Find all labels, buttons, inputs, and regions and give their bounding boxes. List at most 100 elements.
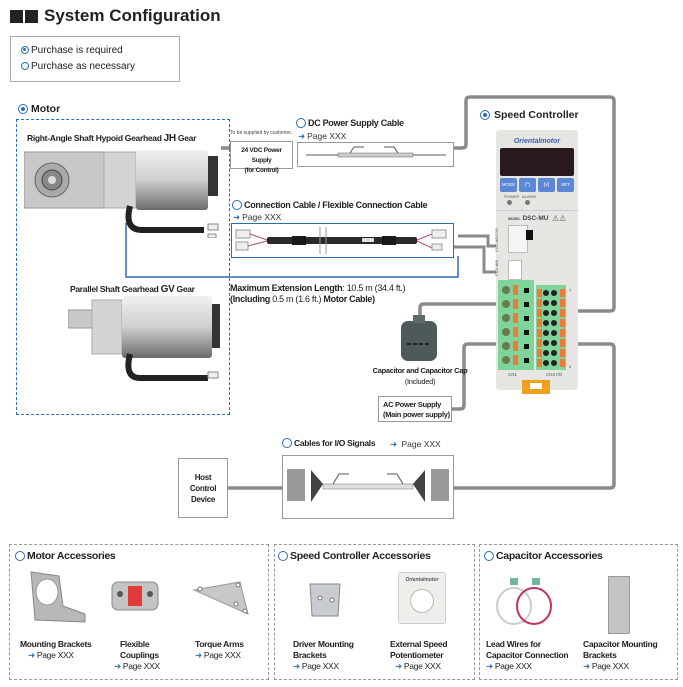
cn4-screw: [543, 310, 549, 316]
speed-controller-label: Speed Controller: [480, 109, 579, 121]
mode-button[interactable]: MODE: [500, 178, 517, 192]
cn4-release-tab: [560, 319, 565, 327]
cn4-screw: [543, 320, 549, 326]
dc-power-supply-box: 24 VDC Power Supply (for Control): [230, 141, 293, 174]
hypoid-gear-motor-image[interactable]: [24, 148, 224, 238]
mounting-bracket-image[interactable]: [25, 570, 90, 625]
accessory-torque-arms[interactable]: Torque Arms ➜ Page XXX: [195, 639, 244, 660]
cn3-connector[interactable]: [508, 260, 522, 280]
page-link[interactable]: ➜ Page XXX: [486, 661, 532, 671]
cn4-screw: [543, 340, 549, 346]
accessory-external-speed-potentiometer[interactable]: External Speed Potentiometer ➜ Page XXX: [390, 639, 448, 671]
brand-logo: Orientalmotor: [513, 138, 561, 145]
io-cable-page-link[interactable]: ➜ Page XXX: [390, 439, 441, 449]
cn4-release-tab: [560, 339, 565, 347]
ac-power-supply-box: AC Power Supply (Main power supply): [378, 396, 452, 422]
accessory-mounting-brackets[interactable]: Mounting Brackets ➜ Page XXX: [20, 639, 92, 660]
cn4-release-tab: [537, 309, 542, 317]
cn1-terminal-block[interactable]: [498, 280, 534, 370]
page-link[interactable]: ➜ Page XXX: [293, 661, 339, 671]
capacitor-image[interactable]: [397, 315, 441, 363]
cn4-screw: [551, 340, 557, 346]
divider: [496, 210, 578, 211]
legend-item-optional: Purchase as necessary: [21, 58, 179, 74]
host-control-device-box: Host Control Device: [178, 458, 228, 518]
accessory-lead-wires[interactable]: Lead Wires for Capacitor Connection ➜ Pa…: [486, 639, 569, 671]
io-cable-line: [453, 342, 616, 490]
capacitor-accessories-title: Capacitor Accessories: [484, 550, 603, 562]
button-row: MODE (^) (v) SET: [500, 178, 574, 192]
io-cable-label: Cables for I/O Signals: [282, 438, 376, 448]
cn4-screw: [543, 350, 549, 356]
io-cable-image[interactable]: [283, 456, 453, 518]
page-link[interactable]: ➜ Page XXX: [395, 661, 441, 671]
speed-controller-accessories-title: Speed Controller Accessories: [278, 550, 431, 562]
cn4-release-tab: [537, 329, 542, 337]
lead-wires-image[interactable]: [492, 576, 556, 630]
motor-box: [16, 119, 230, 415]
cn4-terminal-block[interactable]: [536, 285, 566, 370]
arrow-right-icon: ➜: [390, 439, 398, 449]
alarm-led-label: ALARM: [522, 194, 536, 199]
connection-cable-box: [231, 223, 454, 258]
pin-last-label: 8: [569, 364, 572, 369]
cn4-release-tab: [560, 359, 565, 367]
cn4-release-tab: [537, 289, 542, 297]
page-link[interactable]: ➜ Page XXX: [114, 661, 160, 671]
arrow-right-icon: ➜: [583, 661, 592, 671]
connection-cable-image[interactable]: [232, 224, 453, 257]
torque-arm-image[interactable]: [192, 580, 254, 620]
cn2-label: CN2 MOTOR: [494, 228, 499, 252]
radio-empty-icon: [21, 62, 29, 70]
dc-cable-page-link[interactable]: ➜Page XXX: [298, 131, 347, 141]
flexible-coupling-image[interactable]: [110, 578, 160, 614]
cn4-terminals: [537, 289, 565, 367]
cn4-screw: [551, 330, 557, 336]
cn4-screw: [543, 290, 549, 296]
radio-filled-icon: [480, 110, 490, 120]
motor-cable-link: [125, 223, 459, 278]
dc-cable-image[interactable]: [298, 143, 453, 166]
cn3-label: CN3 M/B: [494, 260, 499, 277]
speed-controller-accessories-box: [274, 544, 475, 680]
accessory-capacitor-mounting-brackets[interactable]: Capacitor Mounting Brackets ➜ Page XXX: [583, 639, 658, 671]
page-link[interactable]: ➜ Page XXX: [28, 650, 74, 660]
cn4-screw: [551, 310, 557, 316]
up-button[interactable]: (^): [519, 178, 536, 192]
accessory-driver-mounting-brackets[interactable]: Driver Mounting Brackets ➜ Page XXX: [293, 639, 354, 671]
radio-filled-icon: [18, 104, 28, 114]
din-rail-clip: [522, 380, 550, 394]
page-link[interactable]: ➜ Page XXX: [195, 650, 241, 660]
model-label: MODEL DSC-MU: [508, 215, 549, 222]
arrow-right-icon: ➜: [195, 650, 204, 660]
cn2-motor-connector[interactable]: [508, 225, 528, 253]
capacitor-mounting-bracket-image[interactable]: [608, 576, 630, 634]
arrow-right-icon: ➜: [293, 661, 302, 671]
arrow-right-icon: ➜: [486, 661, 495, 671]
page-link[interactable]: ➜ Page XXX: [583, 661, 629, 671]
speed-controller-device[interactable]: Orientalmotor MODE (^) (v) SET POWER ALA…: [494, 130, 578, 390]
cn4-release-tab: [537, 339, 542, 347]
accessory-flexible-couplings[interactable]: Flexible Couplings ➜ Page XXX: [114, 639, 160, 671]
capacitor-label: Capacitor and Capacitor Cap: [372, 366, 468, 375]
connection-cable-page-link[interactable]: ➜Page XXX: [233, 212, 282, 222]
down-button[interactable]: (v): [538, 178, 555, 192]
ac-supply-line: [452, 342, 500, 411]
arrow-right-icon: ➜: [395, 661, 404, 671]
page-title: System Configuration: [10, 6, 221, 26]
cn2-latch: [526, 230, 533, 240]
external-potentiometer-image[interactable]: Orientalmotor: [398, 572, 446, 624]
connection-cable-label: Connection Cable / Flexible Connection C…: [232, 200, 428, 210]
driver-mounting-bracket-image[interactable]: [308, 580, 342, 620]
radio-empty-icon: [484, 551, 494, 561]
cn4-release-tab: [560, 289, 565, 297]
power-led: [507, 200, 512, 205]
legend-item-required: Purchase is required: [21, 42, 179, 58]
warning-icon: ⚠⚠: [552, 214, 567, 223]
parallel-gear-motor-image[interactable]: [68, 296, 228, 386]
cn4-screw: [551, 290, 557, 296]
motor-accessories-title: Motor Accessories: [15, 550, 116, 562]
radio-empty-icon: [278, 551, 288, 561]
set-button[interactable]: SET: [557, 178, 574, 192]
title-square-icon: [10, 9, 23, 23]
